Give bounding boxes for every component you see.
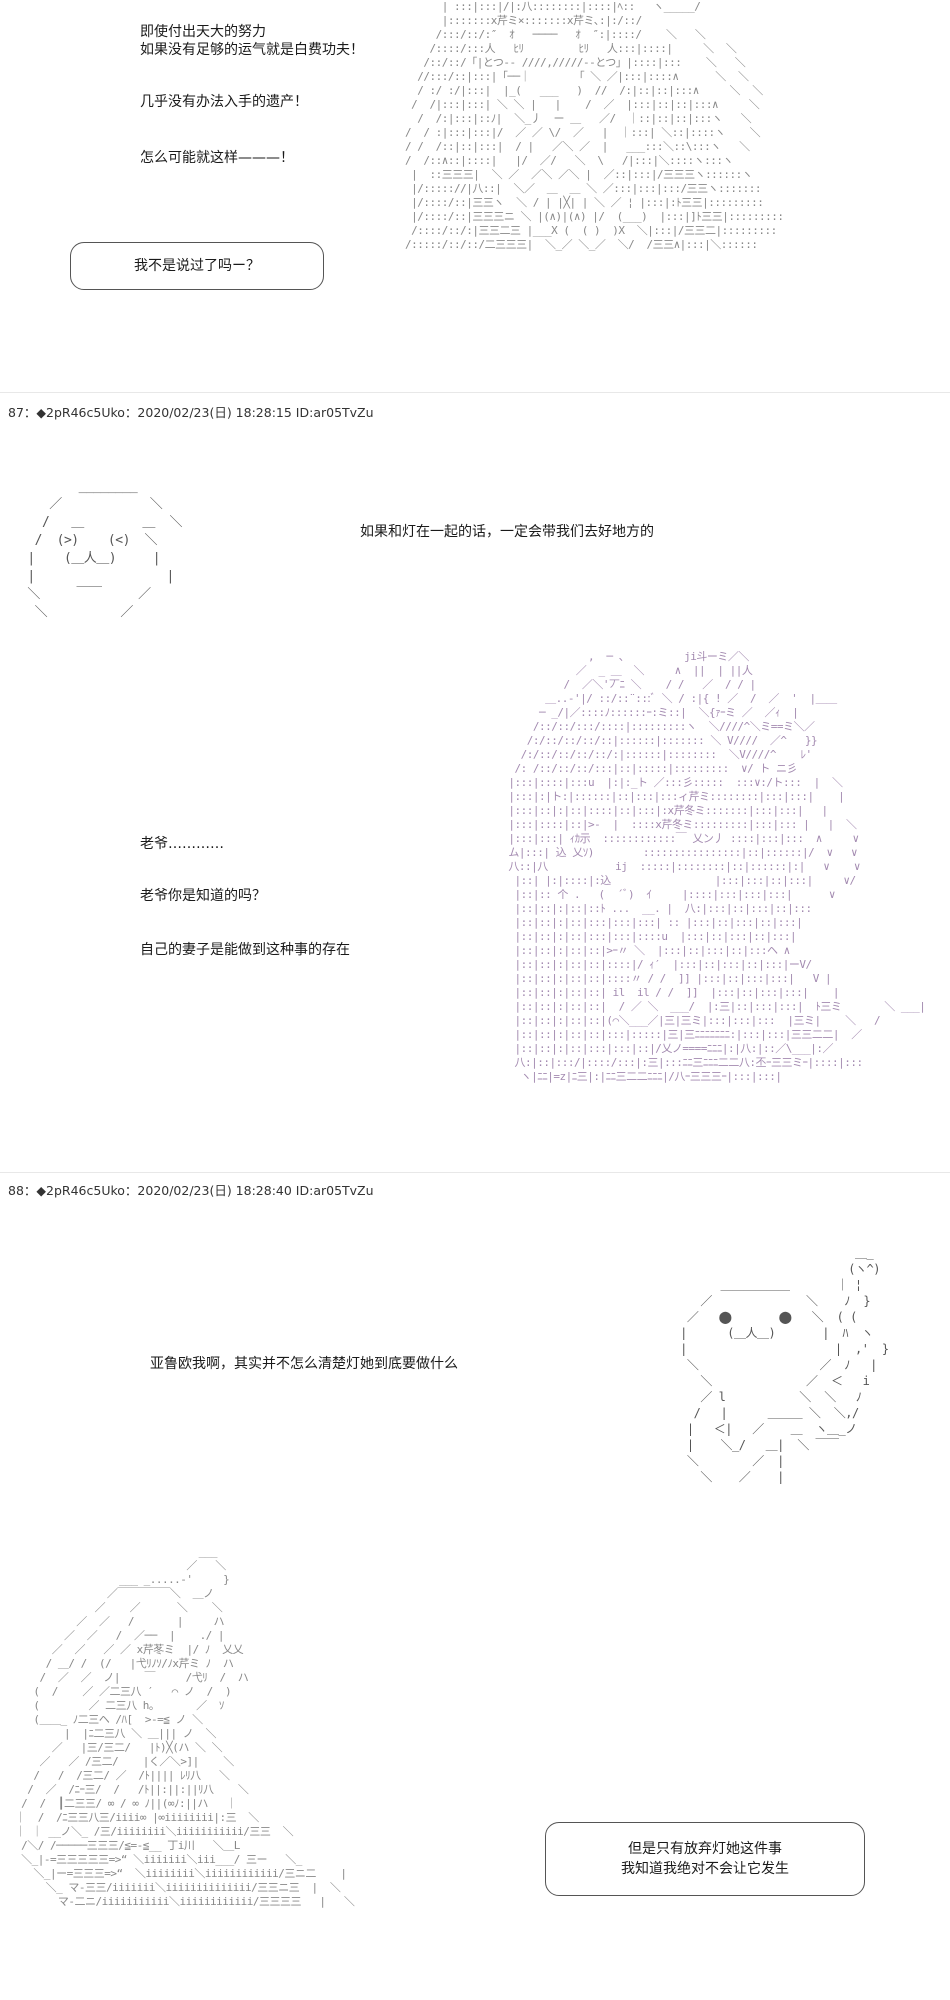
ascii-art-character: , ─ 、 ji斗ーミ／＼ ／ _ ＿ ＼ ∧ || | ||人 / ／＼'丆ﾆ… [508,650,926,1083]
dialogue-line: 几乎没有办法入手的遗产！ [140,94,308,110]
post-header: 88：◆2pR46c5Uko：2020/02/23(日) 18:28:40 ID… [8,1183,374,1198]
dialogue-line: 亚鲁欧我啊，其实并不怎么清楚灯她到底要做什么 [150,1356,458,1372]
post-header: 87：◆2pR46c5Uko：2020/02/23(日) 18:28:15 ID… [8,405,374,420]
dialogue-line: 如果没有足够的运气就是白费功夫！ [140,42,364,58]
speech-bubble: 但是只有放弃灯她这件事 我知道我绝对不会让它发生 [545,1822,865,1896]
speech-bubble: 我不是说过了吗ー？ [70,242,324,290]
dialogue-line: 自己的妻子是能做到这种事的存在 [140,942,350,958]
ascii-art-character: ___ ／ ＼ ___ _.....-' } ／￣￣￣￣￣＼ ＿ノ ／ ／ ＼ … [15,1545,355,1908]
dialogue-line: 老爷你是知道的吗？ [140,888,266,904]
bubble-text: 我知道我绝对不会让它发生 [621,1861,789,1877]
ascii-art-character: | :::|:::|/|:八::::::::|::::|ﾍ:: ヽ_____/ … [405,0,784,251]
ascii-art-face: ________ ／ ＼ / ＿ ＿ ＼ / (>) (<) ＼ | (＿人＿)… [27,479,183,620]
bubble-text: 但是只有放弃灯她这件事 [628,1841,782,1857]
dialogue-line: 即使付出天大的努力 [140,24,266,40]
dialogue-line: 如果和灯在一起的话，一定会带我们去好地方的 [360,524,654,540]
ascii-art-face: ＿_ (ヽ^) ＿＿＿＿＿＿ ｜ ¦ ／ ＼ ﾉ } ／ ⬤ ⬤ ＼ ( ( |… [680,1246,889,1484]
dialogue-line: 怎么可能就这样———！ [140,150,294,166]
dialogue-line: 老爷………… [140,836,224,852]
bubble-text: 我不是说过了吗ー？ [134,258,260,274]
